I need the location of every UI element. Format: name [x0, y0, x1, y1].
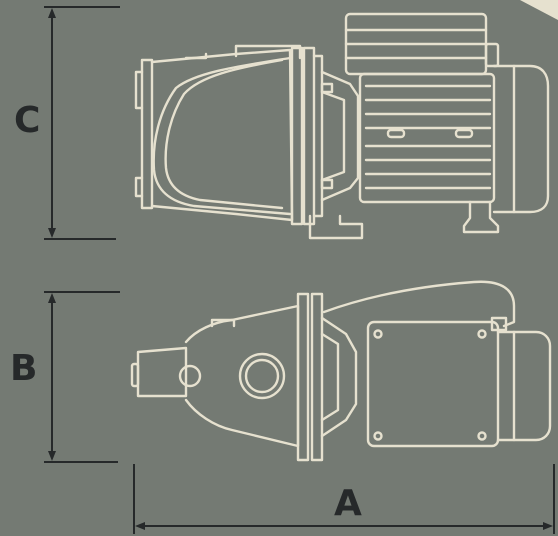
dimension-lines	[44, 6, 555, 534]
side-flange-left	[290, 46, 304, 226]
top-inlet-nozzle	[136, 346, 188, 398]
top-flange-left	[296, 292, 310, 462]
dimension-c-arrow-top	[48, 8, 56, 18]
top-fan-cover	[496, 330, 552, 442]
top-cable	[322, 280, 516, 328]
dimension-label-b: B	[10, 348, 38, 389]
top-priming-port-outer	[238, 352, 286, 400]
side-flange-right	[302, 46, 316, 226]
dimension-label-c: C	[14, 100, 41, 141]
pump-side-view	[134, 12, 550, 240]
top-adapter	[320, 316, 358, 438]
dimension-b-arrow-top	[48, 293, 56, 303]
side-motor-housing	[358, 72, 496, 204]
pump-top-view	[130, 280, 552, 462]
dimension-c-arrow-bottom	[48, 228, 56, 238]
corner-tab	[520, 0, 558, 20]
side-pump-body	[150, 48, 294, 222]
dimension-a-arrow-left	[135, 522, 145, 530]
dimension-b-arrow-bottom	[48, 451, 56, 461]
side-fan-cover	[492, 64, 550, 214]
top-pump-body	[184, 304, 300, 448]
top-motor-body	[366, 320, 500, 448]
side-base-foot	[308, 214, 364, 240]
dimension-label-a: A	[334, 483, 362, 524]
top-priming-port-inner	[244, 358, 280, 394]
side-rear-foot	[462, 200, 500, 234]
dimension-a-arrow-right	[543, 522, 553, 530]
side-adapter	[320, 70, 360, 202]
side-volute	[152, 56, 292, 216]
top-flange-right	[310, 292, 324, 462]
top-small-port	[178, 364, 202, 388]
side-inlet-flange	[140, 58, 154, 210]
